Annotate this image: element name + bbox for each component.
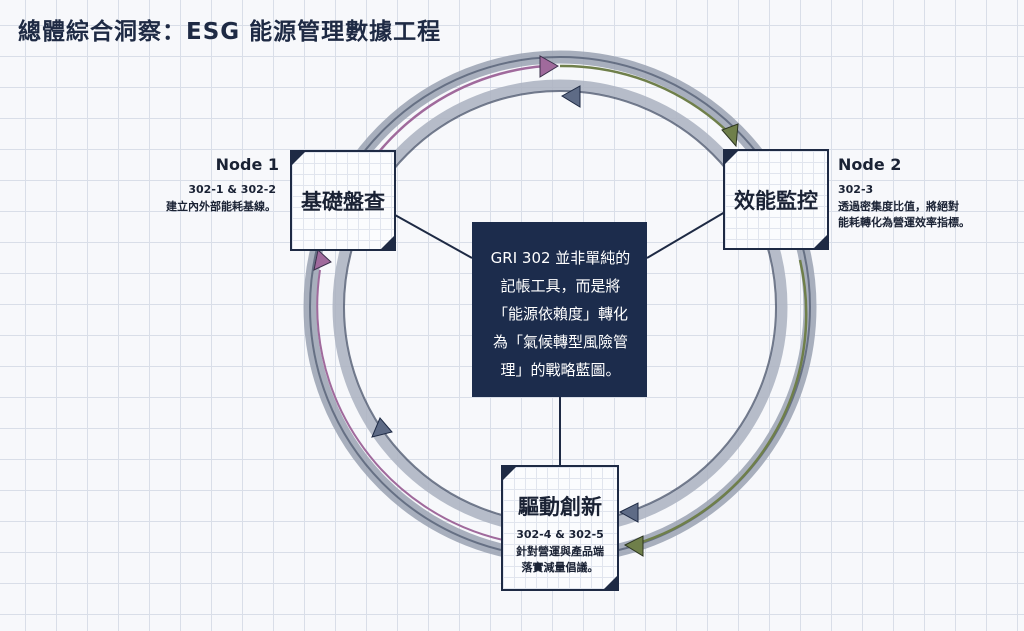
corner-marker [814,235,827,248]
node1-box[interactable]: 基礎盤查 [290,150,396,251]
node2-code: 302-3 [838,183,874,196]
center-line: 為「氣候轉型風險管 [492,333,628,351]
node1-title: 基礎盤查 [301,190,385,214]
page-title: 總體綜合洞察：ESG 能源管理數據工程 [18,19,442,45]
node2-box[interactable]: 效能監控 [723,149,829,250]
arrow-bottom-right-icon [618,502,639,523]
center-line: 理」的戰略藍圖。 [500,361,621,379]
arrow-bottom-icon [623,535,644,557]
corner-marker [381,236,394,249]
node2-desc-line2: 能耗轉化為營運效率指標。 [838,216,970,229]
accent-arc-purple-lower [316,269,504,541]
node1-code: 302-1 & 302-2 [188,183,276,196]
accent-arc-olive [559,64,737,141]
arrow-node1-icon [313,249,332,271]
node1-tag: Node 1 [215,155,279,174]
node1-desc: 建立內外部能耗基線。 [166,200,276,213]
arrow-left-icon [371,417,393,438]
node2-tag: Node 2 [838,155,902,174]
center-line: GRI 302 並非單純的 [490,249,631,267]
node3-code: 302-4 & 302-5 [516,528,604,541]
node3-title: 驅動創新 [518,495,602,519]
arrow-node2-icon [721,123,739,148]
connector-node1 [394,214,473,259]
node3-desc-line2: 落實減量倡議。 [521,561,599,574]
connector-node2 [646,211,726,259]
accent-arc-olive-lower [631,259,808,547]
node2-desc-line1: 透過密集度比值，將絕對 [838,200,959,213]
center-summary-box: GRI 302 並非單純的 記帳工具，而是將 「能源依賴度」轉化 為「氣候轉型風… [472,222,647,397]
node2-title: 效能監控 [734,189,818,213]
node3-desc-line1: 針對營運與產品端 [516,545,604,558]
center-line: 記帳工具，而是將 [500,277,621,295]
node3-box[interactable]: 驅動創新 302-4 & 302-5 針對營運與產品端 落實減量倡議。 [501,465,619,591]
corner-marker [503,467,516,480]
center-line: 「能源依賴度」轉化 [492,305,628,323]
arrow-top-right-icon [539,55,559,78]
corner-marker [292,152,305,165]
corner-marker [725,151,738,164]
arrow-top-left-icon [561,85,581,108]
corner-marker [604,576,617,589]
